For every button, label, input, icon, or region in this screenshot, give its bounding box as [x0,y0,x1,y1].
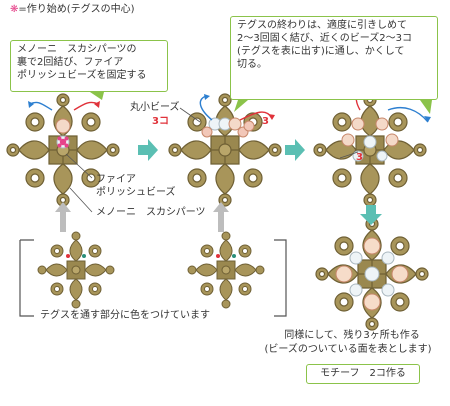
fire-polish-beads-label: ファイア ポリッシュビーズ [96,174,176,198]
step3-line3: (テグスを表に出す)に通し、かくして [237,46,405,57]
up-arrows [55,202,229,232]
round-small-beads-count: 3コ [152,116,169,127]
start-mark-legend-icon: ❋ [10,4,19,15]
step3-line2: 2〜3回固く結び、近くのビーズ2〜3コ [237,33,412,44]
step1-line1: メノーニ スカシパーツの [17,44,137,55]
step-arrows [138,139,382,225]
start-mark-icon [57,136,69,148]
step3-line4: 切る。 [237,59,267,70]
motif-final [315,217,429,331]
result-box: モチーフ 2コ作る [306,364,420,384]
step1-instruction-box: メノーニ スカシパーツの 裏で2回結び、ファイア ポリッシュビーズを固定する [10,40,168,92]
step1-line3: ポリッシュビーズを固定する [17,70,147,81]
motif-step3 [313,93,427,207]
finish-note-line2: (ビーズのついている面を表とします) [264,344,432,355]
motif-step2 [168,93,282,207]
threading-caption: テグスを通す部分に色をつけています [40,310,210,321]
step3-line1: テグスの終わりは、適度に引きしめて [237,20,407,31]
motif-small-right [187,231,265,309]
sukashi-part-label: メノーニ スカシパーツ [96,207,206,218]
right-beads-count: 3 [262,116,269,127]
round-small-beads-label: 丸小ビーズ [130,102,180,113]
finish-note-line1: 同様にして、残り3ヶ所も作る [284,330,420,341]
legend: ❋=作り始め(テグスの中心) [10,4,135,16]
legend-text: =作り始め(テグスの中心) [18,4,135,15]
motif-small-left [37,231,115,309]
step1-line2: 裏で2回結び、ファイア [17,57,124,68]
step3-instruction-box: テグスの終わりは、適度に引きしめて 2〜3回固く結び、近くのビーズ2〜3コ (テ… [230,16,438,100]
mid-beads-count: 3 [356,152,363,163]
